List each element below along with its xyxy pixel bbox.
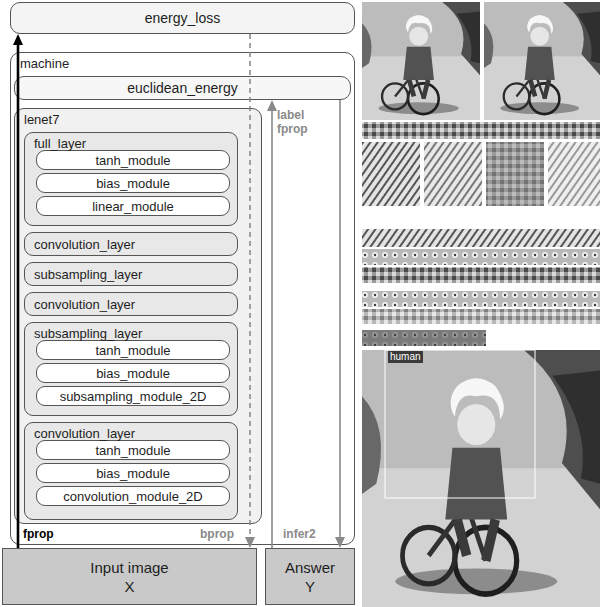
node-label: bias_module [96, 175, 170, 192]
node-label: energy_loss [145, 9, 221, 27]
node-label: tanh_module [95, 442, 170, 459]
module-box: convolution_module_2D [36, 486, 230, 506]
flow-label: fprop [23, 527, 54, 541]
group-box: lenet7full_layertanh_modulebias_moduleli… [14, 108, 262, 524]
detection-label: human [388, 351, 423, 363]
node-label: Input image [90, 558, 168, 577]
flow-label: bprop [200, 527, 234, 541]
node-label: lenet7 [24, 112, 59, 127]
flow-line [17, 43, 20, 548]
arrow-head [245, 537, 255, 548]
node-label: bias_module [96, 465, 170, 482]
node-label: machine [20, 56, 69, 71]
flow-arrow [267, 100, 277, 548]
node-label: X [124, 577, 134, 596]
module-box: tanh_module [36, 340, 230, 360]
layer-box: convolution_layer [24, 232, 238, 256]
layer-box: subsampling_layer [24, 262, 238, 286]
node-label: tanh_module [95, 342, 170, 359]
io-box: Input imageX [2, 548, 257, 605]
module-box: euclidean_energy [14, 76, 351, 100]
node-label: euclidean_energy [127, 79, 238, 97]
io-box: AnswerY [265, 548, 355, 605]
node-label: subsampling_layer [34, 326, 142, 341]
group-box: subsampling_layertanh_module bias_modules… [24, 322, 238, 416]
module-box: energy_loss [10, 2, 355, 34]
flow-label: label fprop [277, 108, 308, 136]
node-label: subsampling_module_2D [60, 388, 207, 405]
group-box: full_layer tanh_module bias_module linear_m… [24, 132, 238, 226]
node-label: convolution_layer [34, 237, 135, 252]
node-label: full_layer [34, 136, 86, 151]
flow-line [271, 109, 273, 548]
arrow-head [335, 537, 345, 548]
module-box: bias_module [36, 463, 230, 483]
module-box: tanh_module [36, 150, 230, 170]
flow-arrow [335, 100, 345, 548]
module-box: subsampling_module_2D [36, 386, 230, 406]
node-label: convolution_module_2D [63, 488, 202, 505]
node-label: subsampling_layer [34, 267, 142, 282]
flow-arrow [13, 34, 23, 548]
node-label: linear_module [92, 198, 174, 215]
arrow-head [13, 34, 23, 45]
module-box: tanh_module [36, 440, 230, 460]
layer-box: convolution_layer [24, 292, 238, 316]
flow-line [339, 100, 341, 539]
module-box: linear_module [36, 196, 230, 216]
module-box: bias_module [36, 363, 230, 383]
flow-label: infer2 [283, 527, 316, 541]
arrow-head [267, 100, 277, 111]
flow-line [249, 34, 251, 539]
flow-arrow [245, 34, 255, 548]
group-box: convolution_layertanh_module bias_modulec… [24, 422, 238, 520]
node-label: tanh_module [95, 152, 170, 169]
node-label: Y [305, 577, 315, 596]
node-label: bias_module [96, 365, 170, 382]
node-label: convolution_layer [34, 297, 135, 312]
node-label: convolution_layer [34, 426, 135, 441]
node-label: Answer [285, 558, 335, 577]
module-box: bias_module [36, 173, 230, 193]
